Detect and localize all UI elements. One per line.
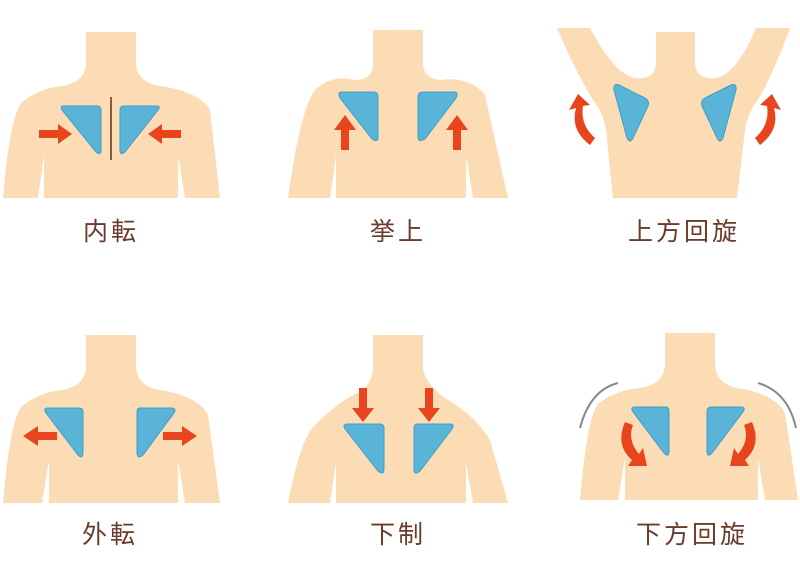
label-adduction: 内転 (82, 217, 140, 246)
right-scapula (706, 406, 745, 456)
arrow-rotate-down-right (730, 422, 756, 466)
torso (288, 30, 508, 198)
arrow-inward-left (39, 124, 72, 144)
label-depression: 下制 (369, 520, 427, 549)
torso (557, 28, 790, 198)
arrow-up-left (334, 115, 356, 150)
right-scapula (700, 84, 737, 142)
arrow-inward-right (148, 124, 181, 144)
elevation-illustration (288, 30, 508, 198)
adduction-illustration (3, 32, 220, 198)
right-scapula (413, 423, 454, 474)
arrow-down-left (352, 388, 374, 422)
label-upward-rotation: 上方回旋 (627, 217, 741, 246)
right-scapula (417, 91, 458, 142)
torso (3, 335, 220, 503)
panel-upward-rotation: 上方回旋 (540, 0, 800, 260)
left-scapula (613, 84, 650, 142)
label-abduction: 外転 (81, 520, 139, 549)
abduction-illustration (3, 335, 220, 503)
arc-right (757, 382, 797, 429)
arrow-outward-left (23, 426, 57, 446)
panel-adduction: 内転 (0, 0, 270, 260)
panel-depression: 下制 (270, 300, 540, 571)
label-elevation: 挙上 (369, 217, 427, 246)
arrow-rotate-up-left (569, 94, 595, 145)
panel-downward-rotation: 下方回旋 (540, 300, 800, 571)
right-scapula (136, 407, 176, 458)
downward-rotation-illustration (579, 333, 798, 500)
arc-left (579, 382, 619, 429)
panel-elevation: 挙上 (270, 0, 540, 260)
depression-illustration (288, 335, 508, 503)
panel-abduction: 外転 (0, 300, 270, 571)
upward-rotation-illustration (557, 28, 790, 198)
arrow-down-right (418, 388, 440, 422)
arrow-rotate-down-left (621, 422, 647, 466)
left-scapula (338, 91, 379, 142)
left-scapula (631, 406, 670, 456)
torso (288, 335, 508, 503)
arrow-up-right (446, 115, 468, 150)
arrow-outward-right (163, 426, 197, 446)
right-scapula (119, 105, 160, 155)
left-scapula (60, 105, 102, 155)
label-downward-rotation: 下方回旋 (635, 520, 749, 549)
torso (580, 333, 798, 500)
left-scapula (343, 423, 385, 474)
left-scapula (44, 407, 84, 458)
arrow-rotate-up-right (755, 94, 781, 145)
